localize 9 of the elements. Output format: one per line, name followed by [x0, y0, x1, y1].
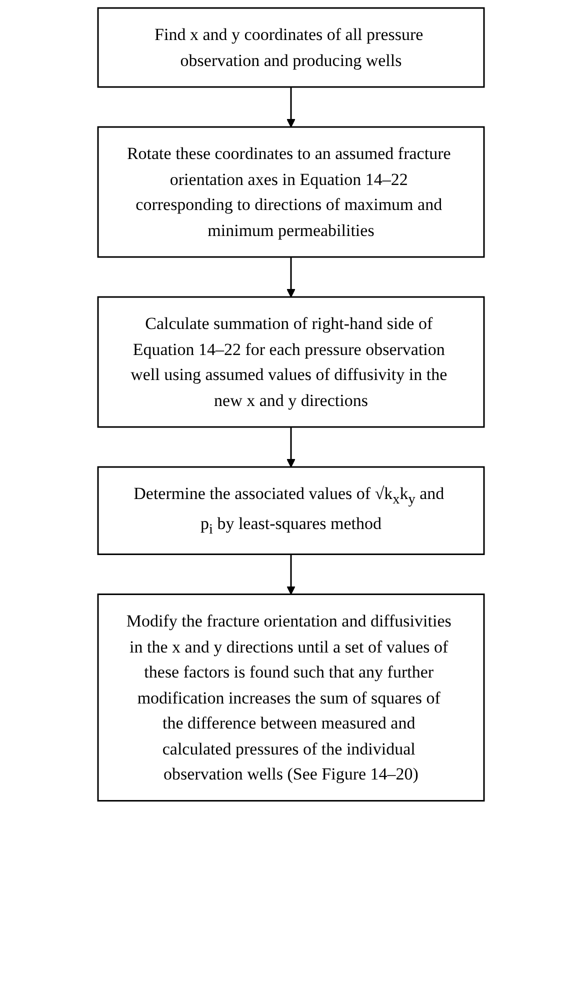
arrow	[286, 87, 295, 128]
node-box: Determine the associated values of √k$_{x}$k$_{y}$ and p$_{i}$ by least-squares method	[96, 466, 484, 556]
arrow	[286, 257, 295, 298]
arrow	[286, 427, 295, 468]
node-box: Rotate these coordinates to an assumed fracture orientation axes in Equation 14–22 corresponding to directions of maximum and minimum permeabilities	[96, 126, 484, 258]
node-box: Modify the fracture orientation and diffusivities in the x and y directions until a set of values of these factors is found such that any further modification increases the sum of squares of the difference between measured and calculated pressures of the individual observation wells (See Figure 14–20)	[96, 594, 484, 802]
arrow	[286, 554, 295, 595]
node-box: Calculate summation of right-hand side of Equation 14–22 for each pressure observation well using assumed values of diffusivity in the new x and y directions	[96, 296, 484, 428]
node-box: Find x and y coordinates of all pressure observation and producing wells	[96, 7, 484, 88]
